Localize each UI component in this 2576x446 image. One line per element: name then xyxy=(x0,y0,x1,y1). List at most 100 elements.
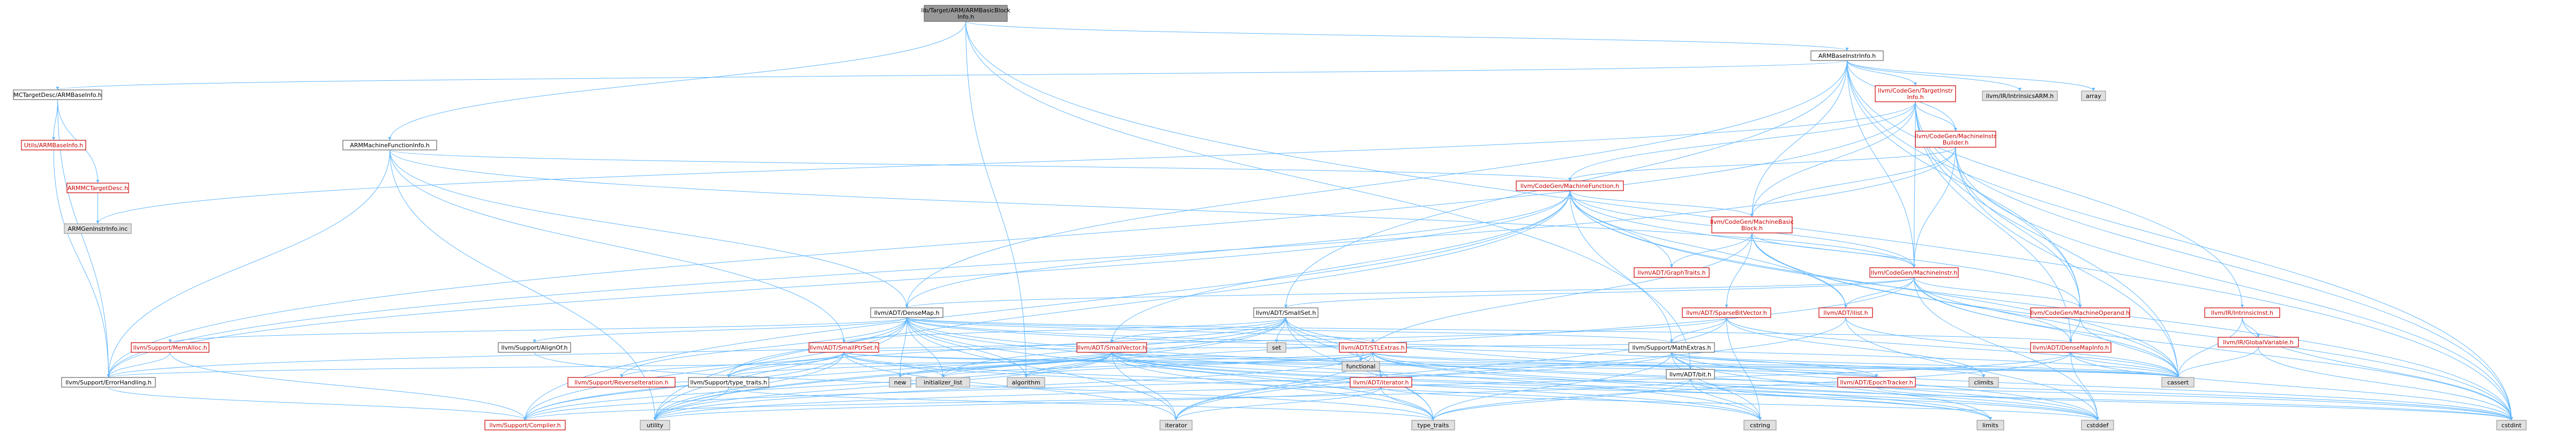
edge-codegen_machineinstrbuilder-to-codegen_machinefunction xyxy=(1569,147,1956,182)
node-box xyxy=(1159,420,1193,430)
node-box xyxy=(1253,307,1319,318)
node-type-traits[interactable]: type_traits xyxy=(1411,420,1455,430)
node-label: initializer_list xyxy=(924,379,963,386)
node-utils-armbaseinfo[interactable]: Utils/ARMBaseInfo.h xyxy=(21,140,86,150)
node-initializer-list[interactable]: initializer_list xyxy=(916,377,970,388)
edge-adt_smallvector-to-cstdint xyxy=(1111,352,2512,421)
edge-adt_densemap-to-support_alignof xyxy=(534,317,907,343)
node-codegen-machinefunction[interactable]: llvm/CodeGen/MachineFunction.h xyxy=(1516,180,1624,191)
node-armmachinefunctioninfo[interactable]: ARMMachineFunctionInfo.h xyxy=(342,140,437,150)
node-support-type-traits[interactable]: llvm/Support/type_traits.h xyxy=(688,377,769,388)
node-utility[interactable]: utility xyxy=(640,420,670,430)
node-box xyxy=(1682,307,1771,318)
edge-adt_smallvector-to-cassert xyxy=(1111,352,2178,378)
edge-arrowhead xyxy=(96,221,100,224)
edge-adt_densemap-to-cstddef xyxy=(907,317,2098,421)
node-box xyxy=(2030,342,2111,353)
node-box xyxy=(1875,85,1956,102)
node-limits[interactable]: limits xyxy=(1976,420,2004,430)
node-box xyxy=(1976,420,2004,430)
node-adt-smallset[interactable]: llvm/ADT/SmallSet.h xyxy=(1253,307,1319,318)
edge-codegen_machinefunction-to-adt_smallvector xyxy=(1111,190,1570,343)
node-algorithm[interactable]: algorithm xyxy=(1007,377,1045,388)
node-ir-intrinsicsarm[interactable]: llvm/IR/IntrinsicsARM.h xyxy=(1982,90,2058,101)
node-support-errorhandling[interactable]: llvm/Support/ErrorHandling.h xyxy=(61,377,156,388)
node-adt-smallptrset[interactable]: llvm/ADT/SmallPtrSet.h xyxy=(808,342,879,353)
node-array[interactable]: array xyxy=(2081,90,2106,101)
edge-adt_bit-to-cstdint xyxy=(1690,379,2512,421)
edge-codegen_machineinstrbuilder-to-codegen_machineinstr xyxy=(1914,147,1956,268)
edge-adt_smallvector-to-algorithm xyxy=(1025,352,1112,378)
node-adt-densemap[interactable]: llvm/ADT/DenseMap.h xyxy=(870,307,943,318)
node-mctargetdesc-armbaseinfo[interactable]: MCTargetDesc/ARMBaseInfo.h xyxy=(13,89,102,100)
node-label: set xyxy=(1272,344,1281,351)
node-functional[interactable]: functional xyxy=(1342,361,1380,372)
edge-adt_stlextras-to-cstddef xyxy=(1373,352,2098,421)
node-cstddef[interactable]: cstddef xyxy=(2081,420,2114,430)
node-support-mathextras[interactable]: llvm/Support/MathExtras.h xyxy=(1628,342,1715,353)
node-adt-iterator[interactable]: llvm/ADT/iterator.h xyxy=(1350,377,1412,388)
edge-codegen_machinefunction-to-adt_ilist xyxy=(1569,190,1846,308)
node-support-compiler[interactable]: llvm/Support/Compiler.h xyxy=(484,420,566,430)
edge-arrowhead xyxy=(2069,339,2072,343)
edge-codegen_machineinstrbuilder-to-codegen_machineoperand xyxy=(1955,147,2080,308)
node-adt-graphtraits[interactable]: llvm/ADT/GraphTraits.h xyxy=(1634,267,1710,278)
node-cstdint[interactable]: cstdint xyxy=(2496,420,2527,430)
node-label: MCTargetDesc/ARMBaseInfo.h xyxy=(13,92,101,99)
node-label: new xyxy=(894,379,907,386)
edge-adt_stlextras-to-limits xyxy=(1373,352,1991,421)
edge-arrowhead xyxy=(941,374,945,377)
node-codegen-machineinstr[interactable]: llvm/CodeGen/MachineInstr.h xyxy=(1869,267,1959,278)
edge-arrowhead xyxy=(1284,305,1287,308)
node-label: limits xyxy=(1982,422,1998,429)
node-new[interactable]: new xyxy=(889,377,911,388)
node-adt-stlextras[interactable]: llvm/ADT/STLExtras.h xyxy=(1339,342,1407,353)
node-ir-globalvariable[interactable]: llvm/IR/GlobalVariable.h xyxy=(2218,337,2299,347)
edge-adt_sparsebitvector-to-cstring xyxy=(1726,317,1761,421)
node-box xyxy=(916,377,970,388)
edge-codegen_machineoperand-to-adt_densemapinfo xyxy=(2070,317,2080,343)
edge-support_type_traits-to-utility xyxy=(655,387,729,421)
node-codegen-machineoperand[interactable]: llvm/CodeGen/MachineOperand.h xyxy=(2030,307,2130,318)
node-adt-smallvector[interactable]: llvm/ADT/SmallVector.h xyxy=(1076,342,1147,353)
node-adt-epochtracker[interactable]: llvm/ADT/EpochTracker.h xyxy=(1837,377,1916,388)
edge-support_mathextras-to-limits xyxy=(1671,352,1991,421)
edge-adt_smallvector-to-type_traits xyxy=(1111,352,1434,421)
edge-armmachinefunctioninfo-to-adt_smallptrset xyxy=(390,149,844,343)
edge-armbaseinstrinfo-to-codegen_targetinstrinfo xyxy=(1847,60,1916,86)
node-support-alignof[interactable]: llvm/Support/AlignOf.h xyxy=(498,342,571,353)
node-label: iterator xyxy=(1165,422,1187,429)
edge-adt_densemap-to-algorithm xyxy=(907,317,1027,378)
node-cstring[interactable]: cstring xyxy=(1743,420,1777,430)
edge-adt_stlextras-to-initializer_list xyxy=(942,352,1373,378)
node-adt-sparsebitvector[interactable]: llvm/ADT/SparseBitVector.h xyxy=(1682,307,1771,318)
node-armmctargetdesc[interactable]: ARMMCTargetDesc.h xyxy=(66,183,129,193)
node-box xyxy=(1007,377,1045,388)
node-set[interactable]: set xyxy=(1267,342,1286,353)
node-armgeninstrinfo[interactable]: ARMGenInstrInfo.inc xyxy=(64,223,132,234)
edge-arrowhead xyxy=(523,417,527,420)
edge-codegen_machinefunction-to-adt_densemap xyxy=(907,190,1570,308)
node-adt-densemapinfo[interactable]: llvm/ADT/DenseMapInfo.h xyxy=(2030,342,2111,353)
edge-arrowhead xyxy=(1432,417,1435,420)
node-adt-ilist[interactable]: llvm/ADT/ilist.h xyxy=(1818,307,1873,318)
node-box xyxy=(1666,369,1715,380)
node-cassert[interactable]: cassert xyxy=(2161,377,2195,388)
edge-adt_smallptrset-to-cassert xyxy=(843,352,2178,378)
node-ir-intrinsicinst[interactable]: llvm/IR/IntrinsicInst.h xyxy=(2204,307,2280,318)
node-support-reverseiteration[interactable]: llvm/Support/ReverseIteration.h xyxy=(567,377,676,388)
node-climits[interactable]: climits xyxy=(1968,377,1999,388)
node-adt-bit[interactable]: llvm/ADT/bit.h xyxy=(1666,369,1715,380)
node-armbaseinstrinfo[interactable]: ARMBaseInstrInfo.h xyxy=(1810,50,1884,61)
node-support-memalloc[interactable]: llvm/Support/MemAlloc.h xyxy=(131,342,209,353)
edge-armbaseinstrinfo-to-cstdint xyxy=(1847,60,2512,421)
edge-armmachinefunctioninfo-to-codegen_machinefunction xyxy=(390,149,1570,182)
edge-armbaseinstrinfo-to-mctargetdesc_armbaseinfo xyxy=(57,60,1847,90)
edge-utils_armbaseinfo-to-support_errorhandling xyxy=(53,149,109,378)
node-iterator[interactable]: iterator xyxy=(1159,420,1193,430)
edge-support_type_traits-to-type_traits xyxy=(728,387,1434,421)
